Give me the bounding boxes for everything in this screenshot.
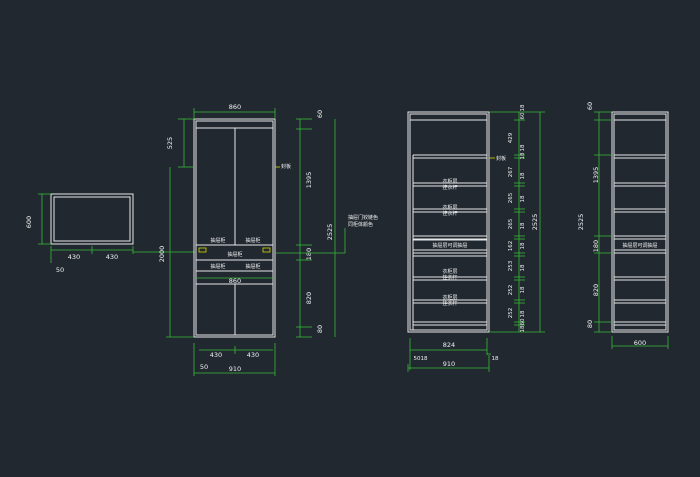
section-dim-8: 265: [508, 192, 514, 203]
section-dim-9: 18: [520, 195, 526, 202]
section-shelf-4-line1: 衣柜层: [442, 268, 457, 275]
side-view: 抽屉层可调抽屉 60 1395 2525 180 820 80 600: [577, 102, 669, 349]
section-shelf-2-line2: 挂衣杆: [442, 210, 457, 217]
section-dim-16: 252: [508, 285, 514, 296]
side-total-dim: 2525: [577, 214, 585, 231]
section-dim-11: 18: [520, 222, 526, 229]
top-view-width-right-dim: 430: [106, 253, 118, 261]
section-shelf-5-line1: 衣柜层: [442, 294, 457, 301]
section-right-small-dim: 18: [492, 356, 499, 362]
side-width-dim: 600: [634, 339, 646, 347]
section-dim-15: 18: [520, 264, 526, 271]
section-inner-width-dim: 824: [443, 341, 455, 349]
section-dim-6: 267: [508, 166, 514, 177]
section-shelf-4-line2: 挂衣杆: [442, 274, 457, 281]
section-left-dim-a: 50: [414, 356, 421, 362]
side-lower-dim: 820: [592, 284, 600, 296]
front-bottom-total-dim: 910: [229, 365, 241, 373]
drawer-label-4: 抽屉柜: [210, 263, 225, 270]
front-right-dim-5: 80: [316, 325, 324, 333]
front-right-total-dim: 2525: [326, 224, 334, 241]
section-dim-4: 18: [520, 144, 526, 151]
section-right-total-dim: 2525: [531, 214, 539, 231]
front-top-gap-dim: 525: [166, 137, 174, 149]
front-bottom-left-dim: 430: [210, 351, 222, 359]
section-shelf-5-line2: 挂衣杆: [442, 300, 457, 307]
top-view-offset-dim: 50: [56, 266, 64, 274]
side-mid-label: 抽屉层可调抽屉: [622, 242, 657, 249]
front-total-height-dim: 2000: [158, 246, 166, 263]
side-upper-dim: 1395: [592, 167, 600, 184]
section-shelf-3-line1: 抽屉层可调抽屉: [432, 242, 467, 249]
front-top-width-dim: 860: [229, 103, 241, 111]
front-bottom-right-dim: 430: [247, 351, 259, 359]
drawer-label-2: 抽屉柜: [245, 237, 260, 244]
section-dim-17: 18: [520, 286, 526, 293]
section-side-label: 封板: [496, 155, 506, 162]
drawer-label-1: 抽屉柜: [210, 237, 225, 244]
section-view: 衣柜层 挂衣杆 衣柜层 挂衣杆 抽屉层可调抽屉 衣柜层 挂衣杆 衣柜层 挂衣杆 …: [407, 104, 545, 372]
section-shelf-1-line2: 挂衣杆: [442, 184, 457, 191]
front-right-dim-1: 60: [316, 110, 324, 118]
side-mid-dim: 180: [592, 240, 600, 252]
section-dim-18: 252: [508, 308, 514, 319]
side-top-dim: 60: [586, 102, 594, 110]
section-dim-21: 18: [520, 325, 526, 332]
section-dim-19: 18: [520, 310, 526, 317]
section-left-dim-b: 18: [421, 356, 428, 362]
section-dim-14: 253: [508, 260, 514, 271]
top-view-width-left-dim: 430: [68, 253, 80, 261]
section-dim-5: 18: [520, 152, 526, 159]
front-inner-width-dim: 860: [229, 277, 241, 285]
front-right-dim-4: 820: [305, 292, 313, 304]
section-dim-3: 429: [508, 132, 514, 143]
section-dim-13: 18: [520, 242, 526, 249]
top-view-height-dim: 600: [25, 216, 33, 228]
drawer-label-3: 抽屉柜: [227, 251, 242, 258]
section-shelf-1-line1: 衣柜层: [442, 178, 457, 185]
front-note-line2: 同柜体颜色: [348, 221, 373, 228]
section-dim-12: 162: [508, 241, 514, 252]
section-dim-20: 60: [520, 318, 526, 325]
section-right-ticks: [514, 119, 525, 326]
section-dim-1: 18: [520, 104, 526, 111]
section-shelf-2-line1: 衣柜层: [442, 204, 457, 211]
top-view-cabinet: 600 430 430 50: [25, 193, 195, 274]
section-dim-7: 18: [520, 172, 526, 179]
side-bottom-dim: 80: [586, 320, 594, 328]
front-right-dim-2: 1395: [305, 172, 313, 189]
front-note-line1: 抽屉门铰链色: [348, 214, 378, 221]
front-view: 抽屉柜 抽屉柜 抽屉柜 抽屉柜 抽屉柜 860 525 2000 860 430…: [158, 103, 378, 376]
front-right-dim-3: 180: [305, 248, 313, 260]
front-bottom-offset-dim: 50: [200, 363, 208, 371]
section-total-width-dim: 910: [443, 360, 455, 368]
section-dim-2: 60: [520, 112, 526, 119]
drawer-label-5: 抽屉柜: [245, 263, 260, 270]
section-dim-10: 265: [508, 218, 514, 229]
front-side-label: 封板: [281, 163, 291, 170]
